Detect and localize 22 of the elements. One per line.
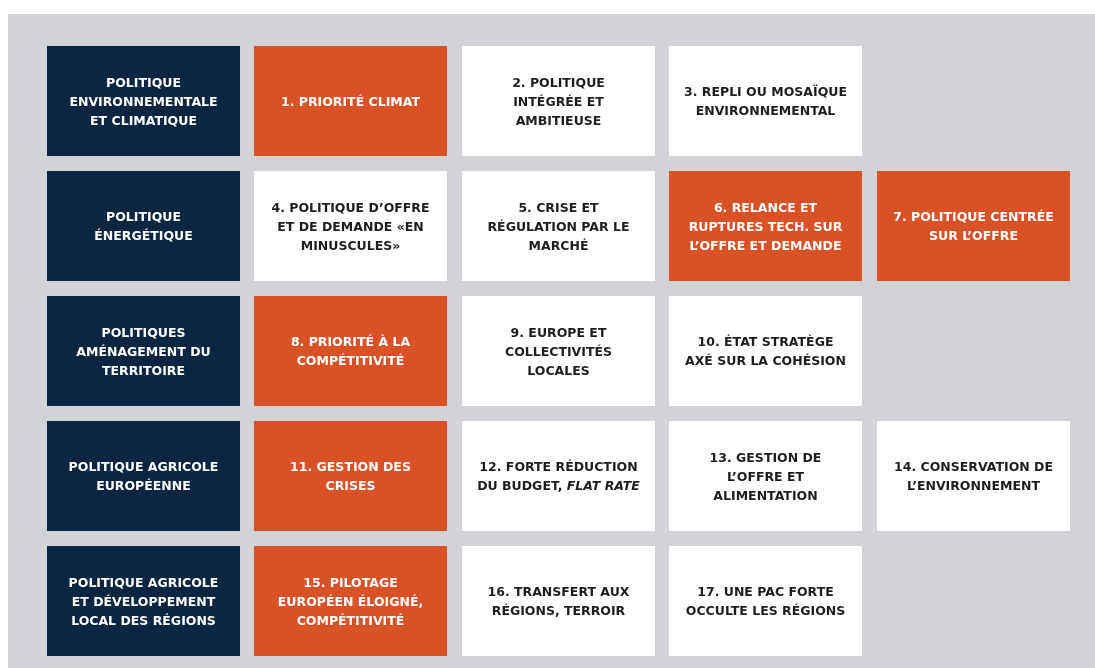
policy-heading-box: POLITIQUE AGRICOLE EUROPÉENNE	[47, 421, 240, 531]
scenario-box: 12. FORTE RÉDUCTION DU BUDGET, FLAT RATE	[462, 421, 655, 531]
policy-heading-box: POLITIQUE ÉNERGÉTIQUE	[47, 171, 240, 281]
policy-heading-box: POLITIQUE AGRICOLE ET DÉVELOPPEMENT LOCAL DES RÉGIONS	[47, 546, 240, 656]
highlighted-scenario-box: 1. PRIORITÉ CLIMAT	[254, 46, 447, 156]
policy-heading-box: POLITIQUES AMÉNAGEMENT DU TERRITOIRE	[47, 296, 240, 406]
highlighted-scenario-box: 8. PRIORITÉ À LA COMPÉTITIVITÉ	[254, 296, 447, 406]
highlighted-scenario-box: 6. RELANCE ET RUPTURES TECH. SUR L’OFFRE ET DEMANDE	[669, 171, 862, 281]
scenario-box: 4. POLITIQUE D’OFFRE ET DE DEMANDE «EN MINUSCULES»	[254, 171, 447, 281]
scenario-box: 10. ÉTAT STRATÈGE AXÉ SUR LA COHÉSION	[669, 296, 862, 406]
highlighted-scenario-box: 7. POLITIQUE CENTRÉE SUR L’OFFRE	[877, 171, 1070, 281]
scenario-box: 5. CRISE ET RÉGULATION PAR LE MARCHÉ	[462, 171, 655, 281]
scenario-box: 13. GESTION DE L’OFFRE ET ALIMENTATION	[669, 421, 862, 531]
highlighted-scenario-box: 11. GESTION DES CRISES	[254, 421, 447, 531]
scenario-box: 2. POLITIQUE INTÉGRÉE ET AMBITIEUSE	[462, 46, 655, 156]
scenario-box: 3. REPLI OU MOSAÏQUE ENVIRONNEMENTAL	[669, 46, 862, 156]
scenario-box: 14. CONSERVATION DE L’ENVIRONNEMENT	[877, 421, 1070, 531]
policy-heading-box: POLITIQUE ENVIRONNEMENTALE ET CLIMATIQUE	[47, 46, 240, 156]
scenario-box: 16. TRANSFERT AUX RÉGIONS, TERROIR	[462, 546, 655, 656]
highlighted-scenario-box: 15. PILOTAGE EUROPÉEN ÉLOIGNÉ, COMPÉTITIVITÉ	[254, 546, 447, 656]
scenario-box: 17. UNE PAC FORTE OCCULTE LES RÉGIONS	[669, 546, 862, 656]
scenario-box: 9. EUROPE ET COLLECTIVITÉS LOCALES	[462, 296, 655, 406]
